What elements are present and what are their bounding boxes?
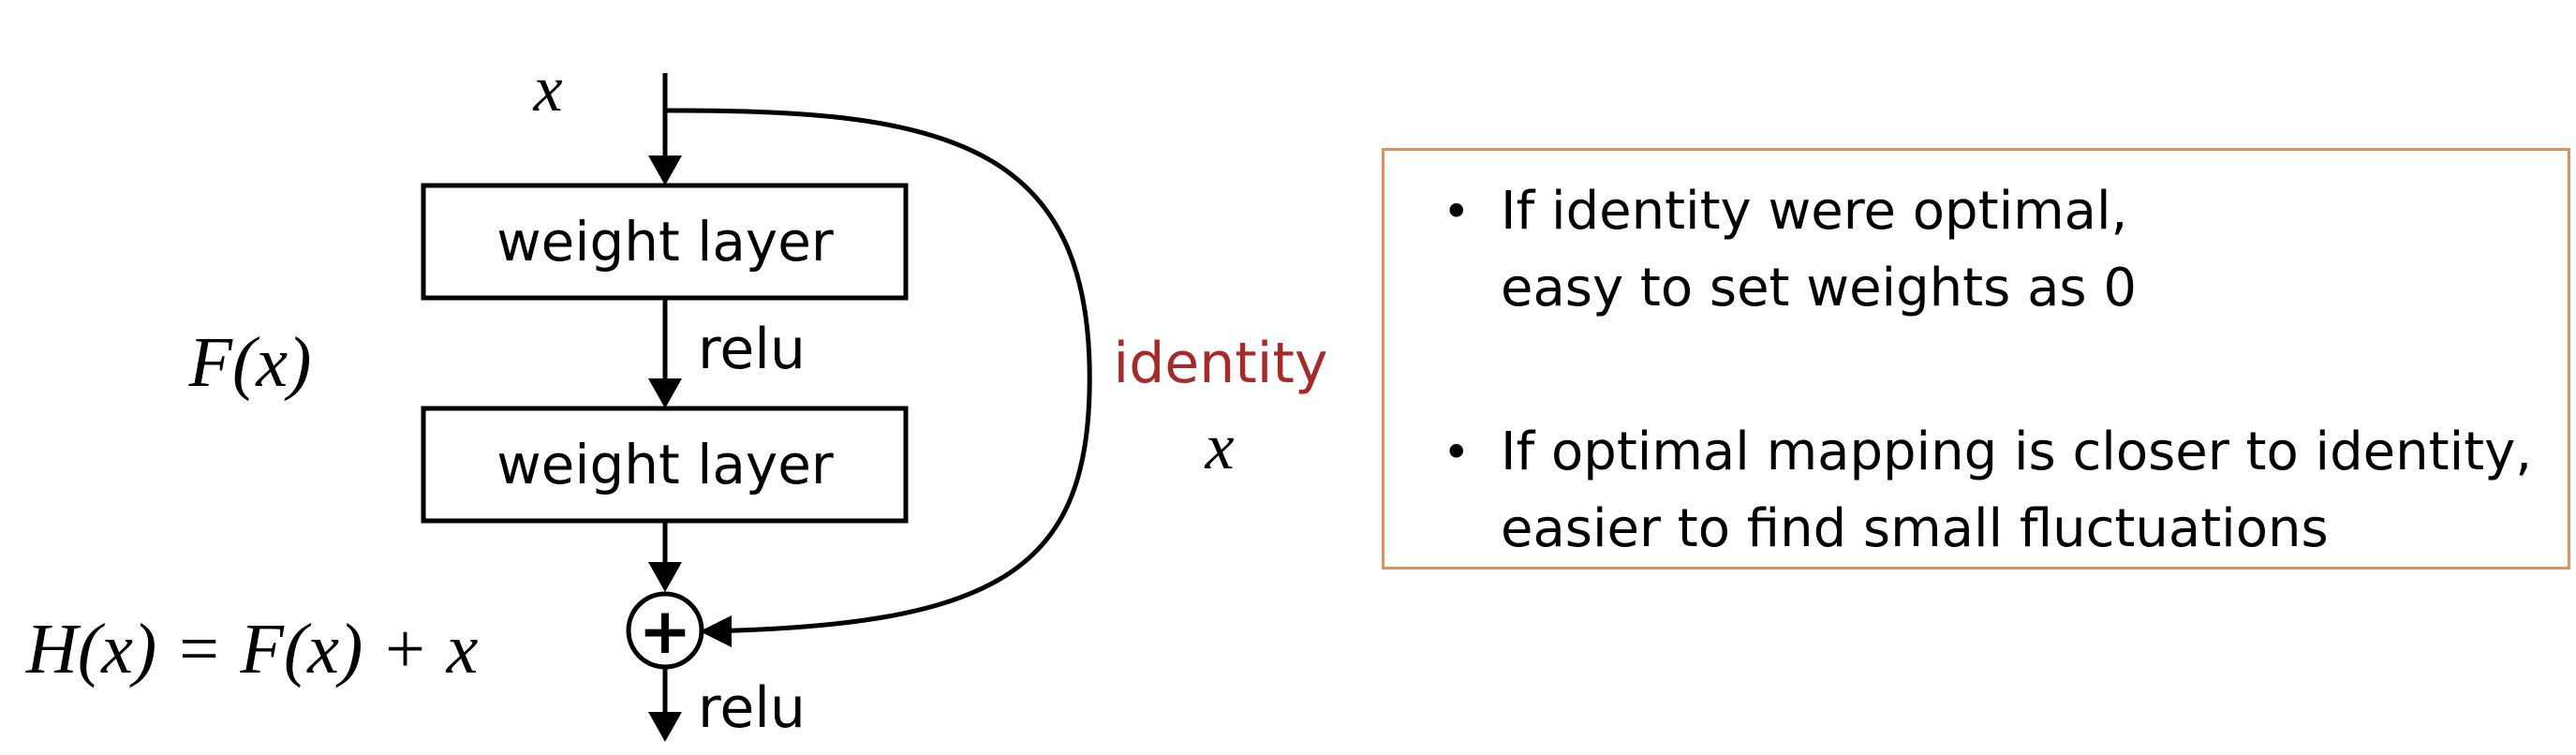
relu-out-label: relu [698, 675, 806, 741]
identity-x-label: x [1204, 411, 1234, 483]
output-arrowhead [648, 712, 682, 742]
sum-input-arrowhead [648, 562, 682, 592]
notes-box: • If identity were optimal, easy to set … [1382, 148, 2570, 570]
note-1-line-1: If identity were optimal, [1501, 181, 2128, 242]
weight-layer-1-label: weight layer [496, 210, 834, 274]
bullet-icon: • [1443, 425, 1471, 480]
notes-list: • If identity were optimal, easy to set … [1443, 173, 2548, 568]
note-item-2: • If optimal mapping is closer to identi… [1443, 414, 2548, 568]
bullet-icon: • [1443, 185, 1471, 239]
relu-mid-arrowhead [648, 378, 682, 408]
relu-mid-label: relu [698, 317, 806, 382]
note-1-line-2: easy to set weights as 0 [1501, 258, 2137, 318]
weight-layer-1 [421, 183, 909, 301]
input-arrowhead [648, 155, 682, 185]
identity-label: identity [1114, 331, 1328, 396]
identity-shortcut-curve [665, 108, 1092, 634]
residual-function-label: F(x) [188, 323, 312, 402]
note-item-1: • If identity were optimal, easy to set … [1443, 173, 2548, 327]
plus-symbol: + [639, 595, 692, 669]
note-2-line-1: If optimal mapping is closer to identity… [1501, 422, 2533, 482]
weight-layer-2-label: weight layer [496, 433, 834, 496]
input-label: x [532, 53, 562, 126]
output-equation-label: H(x) = F(x) + x [25, 610, 479, 688]
note-2-line-2: easier to find small fluctuations [1501, 498, 2329, 559]
identity-shortcut-arrowhead [700, 615, 732, 647]
